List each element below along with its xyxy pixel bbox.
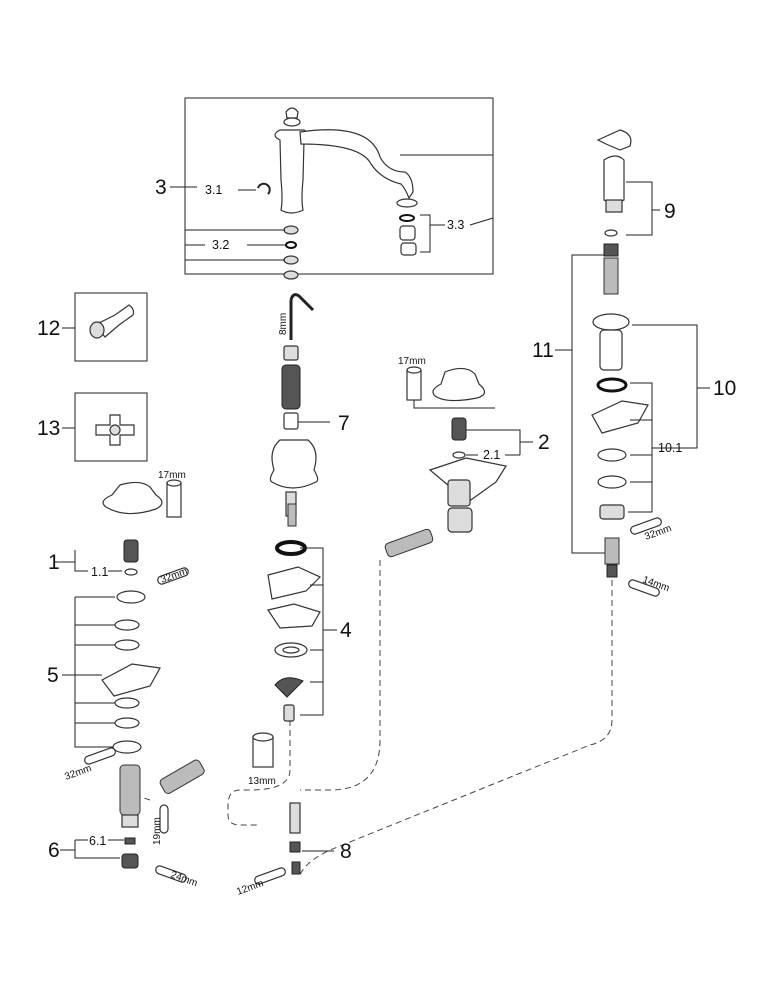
hand-shower-assembly: [555, 129, 710, 578]
tool-label-32mm-a: 32mm: [159, 566, 189, 586]
tool-label-24mm: 24mm: [169, 869, 199, 889]
callout-7: 7: [338, 412, 350, 435]
callout-3-1: 3.1: [205, 183, 222, 197]
callout-11: 11: [532, 339, 554, 362]
handle-option-13: [62, 392, 148, 462]
callout-3-2: 3.2: [212, 238, 229, 252]
callout-6: 6: [48, 839, 60, 862]
callout-10: 10: [713, 377, 736, 400]
handle-option-12: [62, 292, 148, 362]
callout-4: 4: [340, 619, 352, 642]
callout-6-1: 6.1: [89, 834, 106, 848]
wrench-icons: [84, 517, 662, 885]
callout-3: 3: [155, 176, 167, 199]
tool-size-labels: 17mm 17mm 8mm 13mm 32mm 32mm 32mm 19mm 2…: [63, 313, 673, 898]
tool-label-8mm: 8mm: [278, 313, 289, 335]
spout-assembly: [170, 97, 494, 280]
callout-3-3: 3.3: [447, 218, 464, 232]
tool-label-19mm: 19mm: [152, 817, 163, 845]
callout-labels: 3 3.1 3.2 3.3 12 13 7 2 2.1 1 1.1 5 4 6 …: [37, 176, 736, 863]
callout-10-1: 10.1: [658, 441, 682, 455]
callout-8: 8: [340, 840, 352, 863]
tool-label-17mm-left: 17mm: [158, 470, 186, 481]
tool-label-32mm-b: 32mm: [63, 763, 93, 783]
callout-5: 5: [47, 664, 59, 687]
left-valve-assembly: [55, 479, 205, 869]
center-valve-column: [252, 293, 337, 875]
callout-1: 1: [48, 551, 60, 574]
callout-2: 2: [538, 431, 550, 454]
tool-label-17mm-right: 17mm: [398, 356, 426, 367]
callout-12: 12: [37, 317, 60, 340]
right-valve-assembly: [384, 366, 533, 558]
callout-2-1: 2.1: [483, 448, 500, 462]
tool-label-12mm: 12mm: [235, 878, 265, 898]
hose-routing-lines: [134, 560, 613, 876]
callout-13: 13: [37, 417, 60, 440]
callout-1-1: 1.1: [91, 565, 108, 579]
callout-9: 9: [664, 200, 676, 223]
tool-label-13mm: 13mm: [248, 776, 276, 787]
